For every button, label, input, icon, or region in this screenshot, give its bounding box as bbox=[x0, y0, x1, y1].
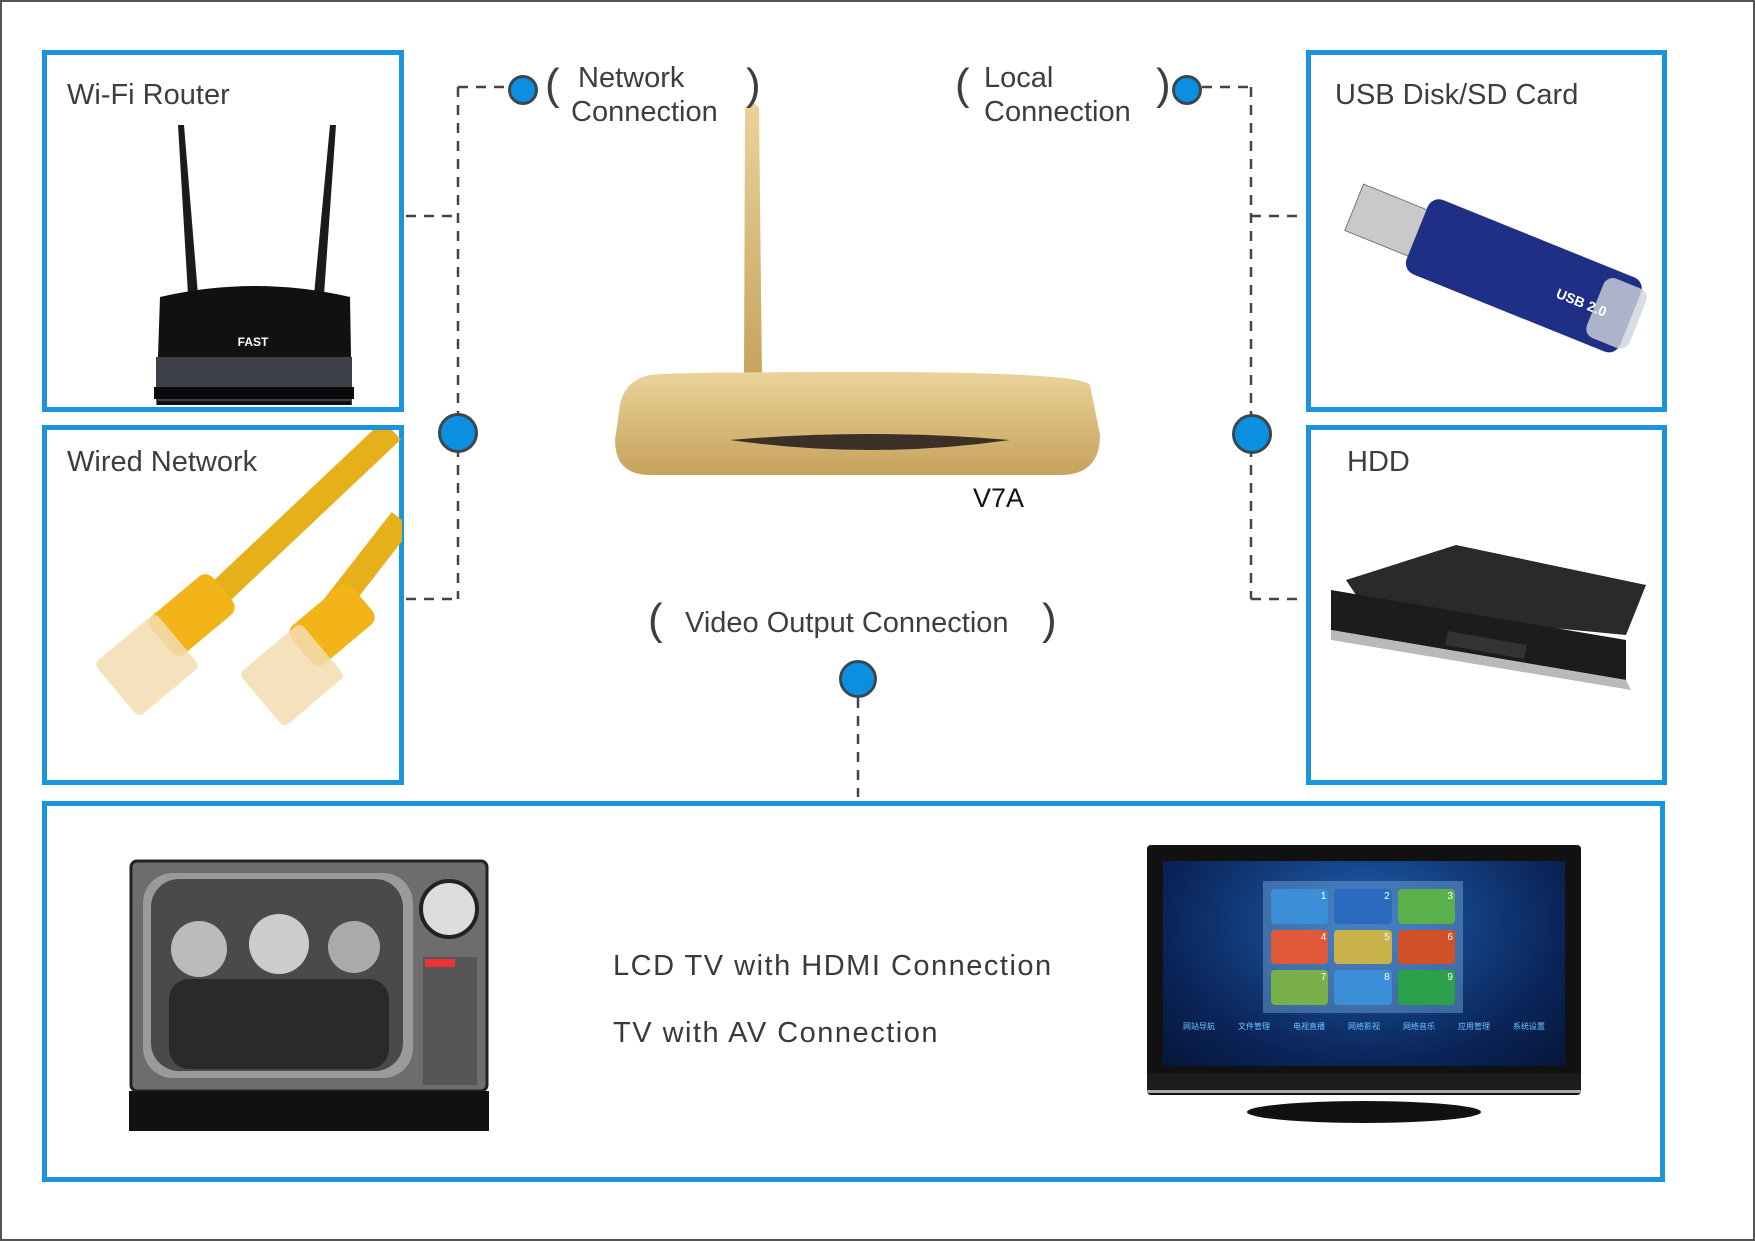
tile: 8 bbox=[1334, 970, 1392, 1005]
video-output-dot bbox=[839, 660, 877, 698]
tile: 2 bbox=[1334, 889, 1392, 924]
menu-item: 应用管理 bbox=[1458, 1022, 1490, 1031]
close-paren: ) bbox=[1042, 595, 1057, 644]
usb-sd-card-box: USB Disk/SD Card USB 2.0 bbox=[1306, 50, 1667, 412]
local-connection-line2: Connection bbox=[984, 96, 1131, 128]
tile: 6 bbox=[1397, 929, 1455, 965]
tile: 7 bbox=[1271, 970, 1329, 1005]
menu-item: 网站导航 bbox=[1183, 1022, 1215, 1031]
video-output-connection-label: Video Output Connection bbox=[685, 607, 1009, 639]
local-connection-dot bbox=[1172, 75, 1202, 105]
menu-item: 网络音乐 bbox=[1403, 1022, 1435, 1031]
left-dashed-connector bbox=[406, 85, 509, 601]
tile: 9 bbox=[1397, 970, 1455, 1005]
wifi-router-box: Wi-Fi Router FAST bbox=[42, 50, 404, 412]
hdd-image bbox=[1331, 545, 1646, 690]
old-crt-tv-image bbox=[129, 859, 489, 1131]
hdd-box: HDD bbox=[1306, 425, 1667, 785]
usb-drive-image: USB 2.0 bbox=[1344, 183, 1647, 353]
close-paren: ) bbox=[746, 60, 761, 109]
tv-output-box: LCD TV with HDMI Connection TV with AV C… bbox=[42, 801, 1665, 1182]
tile: 3 bbox=[1397, 889, 1455, 924]
menu-item: 文件管理 bbox=[1238, 1022, 1270, 1031]
tile: 5 bbox=[1334, 929, 1392, 965]
network-connection-line1: Network bbox=[578, 62, 685, 94]
network-connection-line2: Connection bbox=[571, 96, 718, 128]
wired-network-label: Wired Network bbox=[67, 446, 258, 478]
ethernet-cable-image bbox=[96, 430, 402, 726]
network-junction-dot bbox=[438, 413, 478, 453]
tile: 4 bbox=[1271, 929, 1329, 965]
menu-item: 网络影视 bbox=[1348, 1022, 1380, 1031]
wired-network-box: Wired Network bbox=[42, 425, 404, 785]
menu-item: 电视直播 bbox=[1293, 1022, 1325, 1031]
network-connection-dot bbox=[508, 75, 538, 105]
local-junction-dot bbox=[1232, 414, 1272, 454]
open-paren: ( bbox=[955, 60, 970, 109]
tile-grid: 1 2 3 4 5 6 7 8 9 bbox=[1263, 881, 1463, 1013]
open-paren: ( bbox=[545, 60, 560, 109]
router-image: FAST bbox=[154, 125, 354, 405]
tv-menu-bar: 网站导航 文件管理 电视直播 网络影视 网络音乐 应用管理 系统设置 bbox=[1183, 1021, 1545, 1032]
close-paren: ) bbox=[1156, 60, 1171, 109]
hdmi-connection-label: LCD TV with HDMI Connection bbox=[613, 950, 1053, 982]
usb-sd-card-label: USB Disk/SD Card bbox=[1335, 79, 1579, 111]
device-model-label: V7A bbox=[973, 483, 1025, 513]
v7a-set-top-box-image bbox=[615, 103, 1100, 475]
tile: 1 bbox=[1271, 889, 1329, 924]
av-connection-label: TV with AV Connection bbox=[613, 1017, 939, 1049]
router-logo: FAST bbox=[238, 335, 269, 349]
open-paren: ( bbox=[648, 595, 663, 644]
wifi-router-label: Wi-Fi Router bbox=[67, 79, 230, 111]
local-connection-line1: Local bbox=[984, 62, 1054, 94]
right-dashed-connector bbox=[1202, 85, 1304, 601]
lcd-tv-image: 1 2 3 4 5 6 7 8 9 网站导航 文件管理 电视直播 网络影视 网络… bbox=[1147, 845, 1581, 1130]
lcd-tv-screen: 1 2 3 4 5 6 7 8 9 网站导航 文件管理 电视直播 网络影视 网络… bbox=[1163, 861, 1565, 1066]
hdd-label: HDD bbox=[1347, 446, 1410, 478]
menu-item: 系统设置 bbox=[1513, 1022, 1545, 1031]
